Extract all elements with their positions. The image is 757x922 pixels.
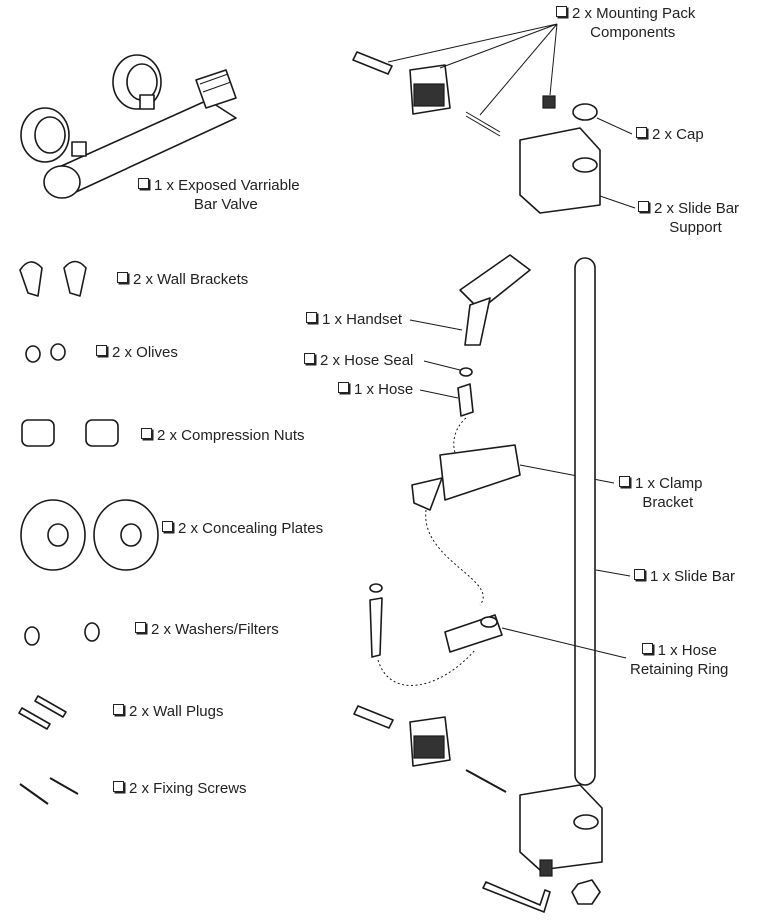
checkbox-icon — [304, 353, 315, 364]
wall-brackets-illustration — [19, 260, 87, 297]
checkbox-icon — [113, 781, 124, 792]
checkbox-icon — [338, 382, 349, 393]
hose-illustration — [419, 383, 474, 463]
label-fixing-screws: 2 x Fixing Screws — [113, 779, 247, 798]
checkbox-icon — [638, 201, 649, 212]
label-hose-retaining-ring: 1 x Hose Retaining Ring — [630, 642, 729, 678]
label-cap: 2 x Cap — [636, 125, 704, 144]
mounting-pack-bottom-illustration — [353, 705, 507, 793]
concealing-plates-illustration — [20, 499, 159, 571]
checkbox-icon — [117, 272, 128, 283]
label-handset: 1 x Handset — [306, 310, 402, 329]
slide-bar-support-top — [519, 127, 636, 214]
checkbox-icon — [141, 428, 152, 439]
label-compression-nuts: 2 x Compression Nuts — [141, 426, 305, 445]
checkbox-icon — [636, 127, 647, 138]
clamp-bracket-illustration — [411, 444, 615, 511]
label-clamp-bracket: 1 x Clamp Bracket — [619, 474, 703, 512]
label-wall-brackets: 2 x Wall Brackets — [117, 270, 248, 289]
handset-illustration — [409, 254, 531, 346]
checkbox-icon — [162, 521, 173, 532]
label-hose-seal: 2 x Hose Seal — [304, 351, 413, 370]
olives-illustration — [25, 343, 66, 363]
fixing-screws-illustration — [19, 777, 79, 805]
slide-bar-support-bottom — [482, 784, 603, 913]
checkbox-icon — [634, 569, 645, 580]
label-slide-bar: 1 x Slide Bar — [634, 567, 735, 586]
label-hose: 1 x Hose — [338, 380, 413, 399]
label-mounting-pack: 2 x Mounting Pack Components — [556, 4, 695, 42]
compression-nuts-illustration — [21, 419, 119, 447]
checkbox-icon — [306, 312, 317, 323]
hose-seal-illustration — [423, 360, 473, 377]
label-washers-filters: 2 x Washers/Filters — [135, 620, 279, 639]
wall-plugs-illustration — [18, 695, 67, 730]
mounting-pack-illustration — [352, 23, 598, 137]
label-wall-plugs: 2 x Wall Plugs — [113, 702, 223, 721]
checkbox-icon — [135, 622, 146, 633]
checkbox-icon — [96, 345, 107, 356]
checkbox-icon — [113, 704, 124, 715]
label-valve: 1 x Exposed Varriable Bar Valve — [138, 176, 300, 214]
washers-filters-illustration — [24, 622, 100, 646]
label-olives: 2 x Olives — [96, 343, 178, 362]
label-concealing-plates: 2 x Concealing Plates — [162, 519, 323, 538]
checkbox-icon — [556, 6, 567, 17]
checkbox-icon — [641, 643, 653, 654]
slide-bar-illustration — [574, 257, 631, 786]
hose-retaining-ring-illustration — [369, 509, 627, 686]
valve-illustration — [20, 54, 237, 199]
checkbox-icon — [619, 476, 630, 487]
checkbox-icon — [138, 178, 149, 189]
label-slide-bar-support: 2 x Slide Bar Support — [638, 199, 739, 237]
